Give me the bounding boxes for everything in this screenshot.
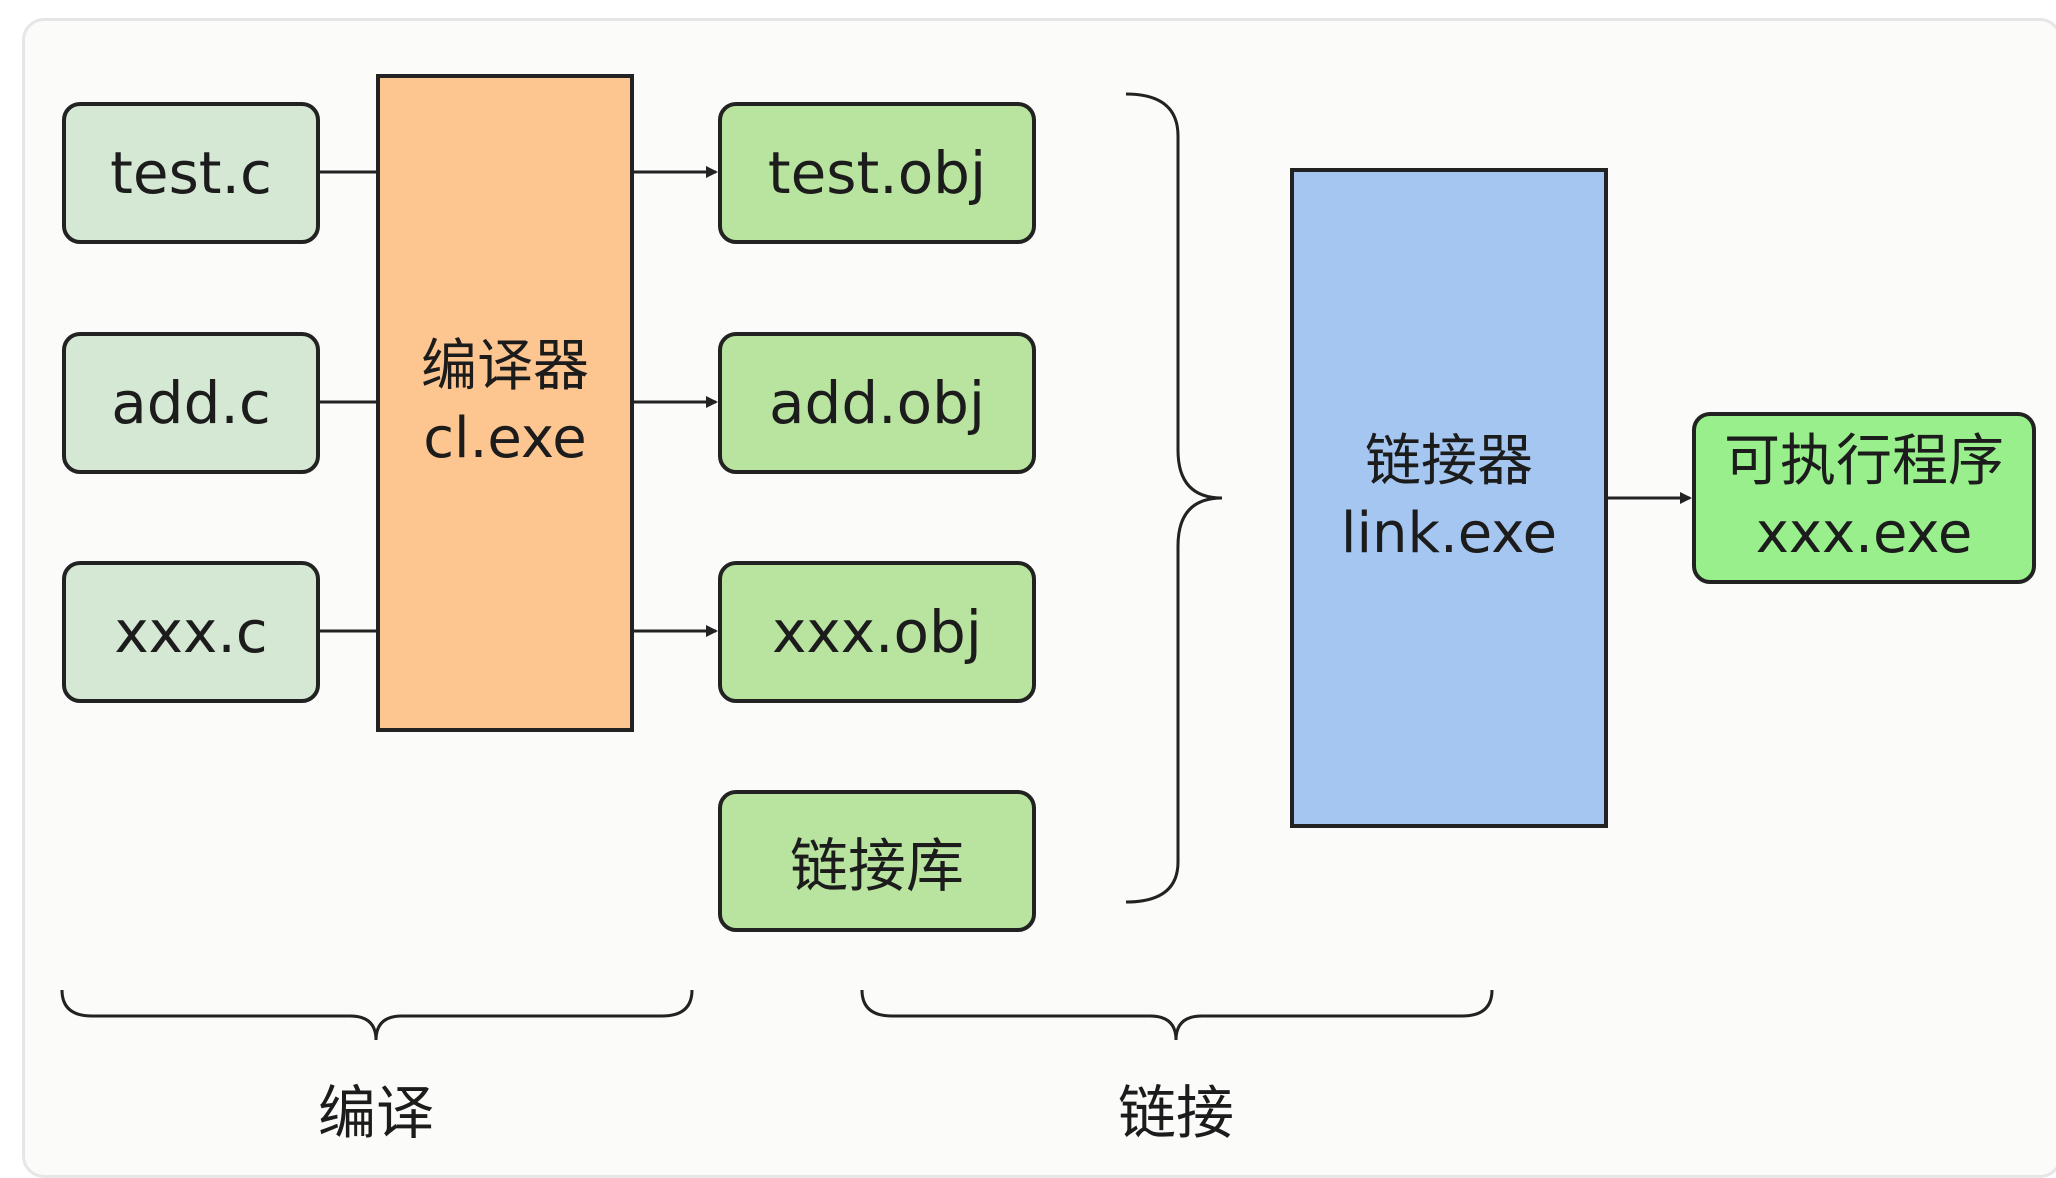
object-file-label: add.obj: [768, 369, 986, 437]
objects-right-brace: [1125, 92, 1223, 904]
object-file-add-obj: add.obj: [718, 332, 1036, 474]
compile-phase-label: 编译: [317, 1079, 434, 1147]
object-file-label: test.obj: [767, 139, 987, 207]
executable-filename: xxx.exe: [1755, 501, 1973, 566]
object-file-label: xxx.obj: [772, 598, 982, 666]
source-file-label: add.c: [111, 369, 271, 437]
object-file-xxx-obj: xxx.obj: [718, 561, 1036, 703]
link-phase-label: 链接: [1117, 1079, 1234, 1147]
link-library-label: 链接库: [789, 832, 964, 900]
executable-title: 可执行程序: [1724, 429, 2004, 494]
link-library-box: 链接库: [718, 790, 1036, 932]
object-file-test-obj: test.obj: [718, 102, 1036, 244]
source-file-label: test.c: [110, 139, 272, 207]
linker-box: 链接器 link.exe: [1290, 168, 1608, 828]
diagram-canvas: [22, 18, 2056, 1178]
executable-box: 可执行程序 xxx.exe: [1692, 412, 2036, 584]
compile-phase-brace: [60, 989, 694, 1041]
compiler-box: 编译器 cl.exe: [376, 74, 634, 732]
source-file-xxx-c: xxx.c: [62, 561, 320, 703]
compiler-executable: cl.exe: [423, 406, 587, 471]
linker-executable: link.exe: [1340, 501, 1558, 566]
linker-title: 链接器: [1365, 429, 1533, 494]
compiler-title: 编译器: [421, 334, 589, 399]
source-file-test-c: test.c: [62, 102, 320, 244]
source-file-add-c: add.c: [62, 332, 320, 474]
source-file-label: xxx.c: [114, 598, 268, 666]
link-phase-brace: [860, 989, 1494, 1041]
